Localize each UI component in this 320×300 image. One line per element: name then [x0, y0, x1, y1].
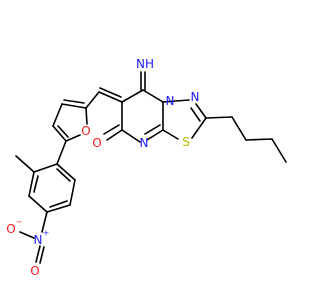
bond-c7-o-a [106, 129, 123, 141]
bond-butyl-4 [271, 138, 287, 163]
bond-butyl-3 [245, 138, 273, 141]
bond-furan-c2-c3-b [63, 99, 85, 104]
atom-carbonyl-o: O [92, 136, 101, 150]
atom-ring-n-thiadiazole: N [191, 90, 200, 104]
bond-n8-c7 [121, 129, 141, 143]
bond-c5-n4 [142, 89, 164, 103]
atom-nitro-o: O [30, 264, 39, 278]
bond-ph-3-4 [28, 195, 48, 213]
bond-furan-o-c2 [85, 107, 88, 125]
atom-nitro-n: N [34, 233, 43, 247]
bond-butyl-1 [205, 116, 233, 119]
bond-ph-6-1 [56, 163, 76, 181]
bond-ph-2-3 [28, 171, 35, 197]
bond-ph-4-5 [46, 204, 71, 213]
atom-imine-nh: NH [136, 57, 154, 71]
bond-c8a-n8-b [144, 124, 161, 135]
bond-n3-c2-b [190, 107, 201, 122]
atom-ring-s: S [182, 135, 190, 149]
bond-nitro-o-b [39, 246, 45, 264]
molecule-structure: NH N N N S O O N + O − O [6, 57, 287, 278]
atom-ring-n-bridge: N [166, 94, 175, 108]
bond-c6-ch-b [99, 87, 122, 98]
bond-furan-phenyl [56, 140, 67, 165]
atom-nitro-o-minus: O [6, 222, 15, 236]
bond-c6-c5 [121, 89, 144, 103]
bond-c7-o-b [103, 124, 120, 135]
bond-n4-n3 [162, 99, 190, 103]
bond-butyl-2 [231, 116, 247, 141]
bond-c6-ch-a [98, 91, 123, 103]
charge-nitro-n: + [43, 229, 50, 238]
bonds [15, 71, 287, 264]
bond-furan-c5-o [65, 134, 81, 142]
bond-nitro-o-a [35, 245, 41, 263]
bond-ph-6-1i [56, 168, 71, 182]
bond-furan-c2-c3-a [61, 103, 87, 109]
bond-ph-1-2 [33, 163, 58, 173]
bond-c2-s1 [191, 117, 207, 139]
bond-s1-c8a [162, 129, 179, 140]
bond-ph-nitro [41, 211, 48, 233]
bond-nitro-o-minus [19, 231, 35, 239]
charge-nitro-o: − [16, 218, 23, 227]
bond-furan-c4-c5-b [57, 125, 69, 138]
bond-ph-4-5i [49, 200, 68, 208]
bond-c8a-n8-a [146, 129, 164, 141]
bond-ch-furan [85, 91, 100, 109]
atom-furan-o: O [81, 124, 90, 138]
atom-ring-n-pyrimidine: N [140, 136, 149, 150]
bond-ph-5-6 [69, 179, 76, 206]
bond-furan-c3-c4 [52, 103, 63, 127]
bond-methyl [15, 155, 35, 173]
bond-n3-c2-a [195, 103, 207, 119]
bond-furan-c4-c5-a [52, 125, 67, 142]
bond-ph-3-3i [33, 175, 39, 193]
atom-labels: NH N N N S O O N + O − O [6, 57, 199, 278]
